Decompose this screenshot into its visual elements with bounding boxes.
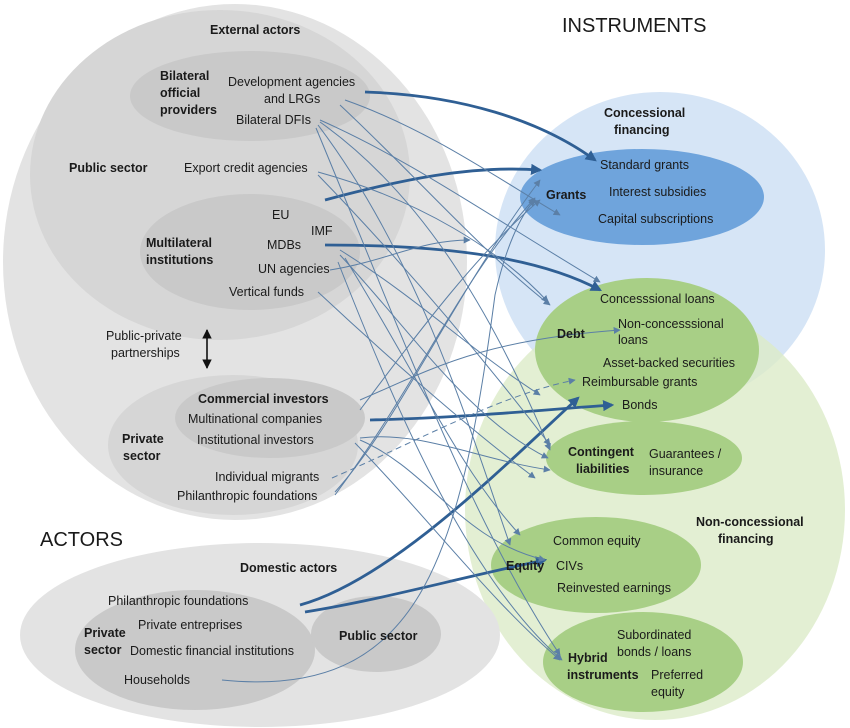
households-label: Households: [124, 673, 190, 687]
vertical-funds-label: Vertical funds: [229, 285, 304, 299]
dom-private-label-1: Private: [84, 626, 126, 640]
multilateral-label-1: Multilateral: [146, 236, 212, 250]
domestic-private-sector-ellipse: [75, 590, 315, 710]
multinational-label: Multinational companies: [188, 412, 322, 426]
non-concessional-label-2: financing: [718, 532, 774, 546]
hybrid-label-2: instruments: [567, 668, 639, 682]
un-agencies-label: UN agencies: [258, 262, 330, 276]
contingent-label-2: liabilities: [576, 462, 630, 476]
contingent-liabilities-ellipse: [546, 421, 742, 495]
bonds-label: Bonds: [622, 398, 657, 412]
external-private-label-2: sector: [123, 449, 161, 463]
bilateral-providers-ellipse: [130, 51, 370, 141]
hybrid-label-1: Hybrid: [568, 651, 608, 665]
reinvested-earnings-label: Reinvested earnings: [557, 581, 671, 595]
migrants-label: Individual migrants: [215, 470, 319, 484]
standard-grants-label: Standard grants: [600, 158, 689, 172]
grants-label: Grants: [546, 188, 586, 202]
debt-ellipse: [535, 278, 759, 422]
domestic-public-sector-ellipse: [311, 596, 441, 672]
external-actors-heading: External actors: [210, 23, 300, 37]
non-concessional-label-1: Non-concessional: [696, 515, 804, 529]
dom-public-sector-label: Public sector: [339, 629, 418, 643]
dom-fin-institutions-label: Domestic financial institutions: [130, 644, 294, 658]
external-public-sector-label: Public sector: [69, 161, 148, 175]
preferred-equity-label-2: equity: [651, 685, 685, 699]
civs-label: CIVs: [556, 559, 583, 573]
institutional-label: Institutional investors: [197, 433, 314, 447]
instruments-title: INSTRUMENTS: [562, 15, 706, 37]
flow-arrows: [221, 90, 621, 683]
bilateral-label-2: official: [160, 86, 200, 100]
commercial-investors-ellipse: [175, 378, 365, 458]
dev-agencies-label-2: and LRGs: [264, 92, 320, 106]
eu-label: EU: [272, 208, 289, 222]
reimbursable-grants-label: Reimbursable grants: [582, 375, 697, 389]
arrow-domestic-to-debt: [299, 396, 580, 607]
arrow-domestic-to-equity: [304, 556, 548, 614]
export-credit-label: Export credit agencies: [184, 161, 308, 175]
subordinated-label-1: Subordinated: [617, 628, 691, 642]
ppp-label-2: partnerships: [111, 346, 180, 360]
capital-subscriptions-label: Capital subscriptions: [598, 212, 713, 226]
mdbs-label: MDBs: [267, 238, 301, 252]
commercial-investors-label: Commercial investors: [198, 392, 329, 406]
non-concessional-loans-label-2: loans: [618, 333, 648, 347]
grants-ellipse: [520, 149, 764, 245]
multilateral-label-2: institutions: [146, 253, 213, 267]
dom-private-label-2: sector: [84, 643, 122, 657]
hybrid-instruments-ellipse: [543, 612, 743, 712]
ppp-label-1: Public-private: [106, 329, 182, 343]
bilateral-dfis-label: Bilateral DFIs: [236, 113, 311, 127]
non-concessional-loans-label-1: Non-concesssional: [618, 317, 724, 331]
arrow-multinational-to-bonds: [369, 400, 615, 422]
actors-title: ACTORS: [40, 529, 123, 551]
interest-subsidies-label: Interest subsidies: [609, 185, 706, 199]
ext-philanthropic-label: Philanthropic foundations: [177, 489, 317, 503]
concessional-label-2: financing: [614, 123, 670, 137]
private-enterprises-label: Private entreprises: [138, 618, 242, 632]
dev-agencies-label-1: Development agencies: [228, 75, 355, 89]
arrow-mdbs-to-concessional-loans: [324, 243, 602, 292]
non-concessional-financing-ellipse: [465, 300, 845, 720]
domestic-actors-heading: Domestic actors: [240, 561, 337, 575]
multilateral-institutions-ellipse: [140, 194, 360, 310]
preferred-equity-label-1: Preferred: [651, 668, 703, 682]
debt-label: Debt: [557, 327, 586, 341]
equity-ellipse: [491, 517, 701, 613]
concessional-label-1: Concessional: [604, 106, 685, 120]
guarantees-label-1: Guarantees /: [649, 447, 722, 461]
bilateral-label-3: providers: [160, 103, 217, 117]
contingent-label-1: Contingent: [568, 445, 635, 459]
equity-label: Equity: [506, 559, 544, 573]
concessional-loans-label: Concesssional loans: [600, 292, 715, 306]
external-private-label-1: Private: [122, 432, 164, 446]
asset-backed-label: Asset-backed securities: [603, 356, 735, 370]
arrow-dev-agencies-to-grants: [364, 90, 597, 162]
common-equity-label: Common equity: [553, 534, 641, 548]
arrow-multilateral-to-grants: [324, 163, 543, 202]
subordinated-label-2: bonds / loans: [617, 645, 691, 659]
bilateral-label-1: Bilateral: [160, 69, 209, 83]
dom-philanthropic-label: Philanthropic foundations: [108, 594, 248, 608]
imf-label: IMF: [311, 224, 333, 238]
guarantees-label-2: insurance: [649, 464, 703, 478]
